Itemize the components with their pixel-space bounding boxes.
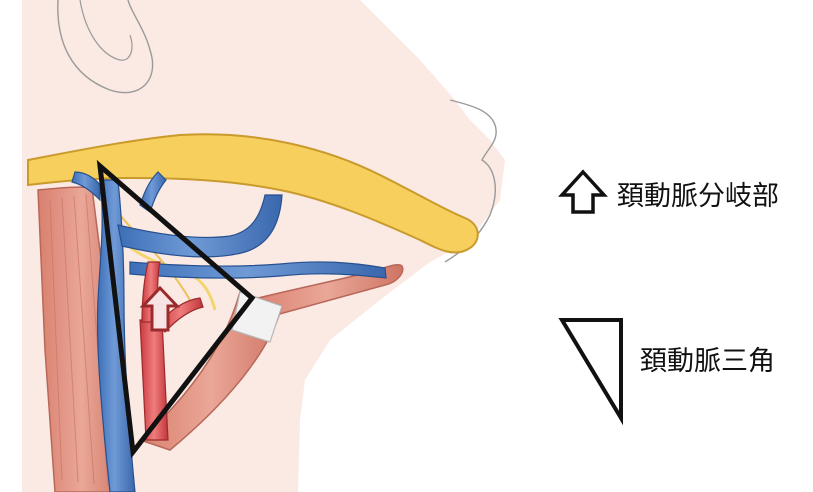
legend-triangle bbox=[562, 320, 621, 418]
legend-label-bifurcation: 頚動脈分岐部 bbox=[617, 183, 779, 210]
triangle-icon bbox=[562, 320, 621, 418]
legend-bifurcation bbox=[562, 172, 604, 212]
legend-label-triangle: 頚動脈三角 bbox=[640, 348, 775, 375]
up-arrow-icon bbox=[562, 172, 604, 212]
